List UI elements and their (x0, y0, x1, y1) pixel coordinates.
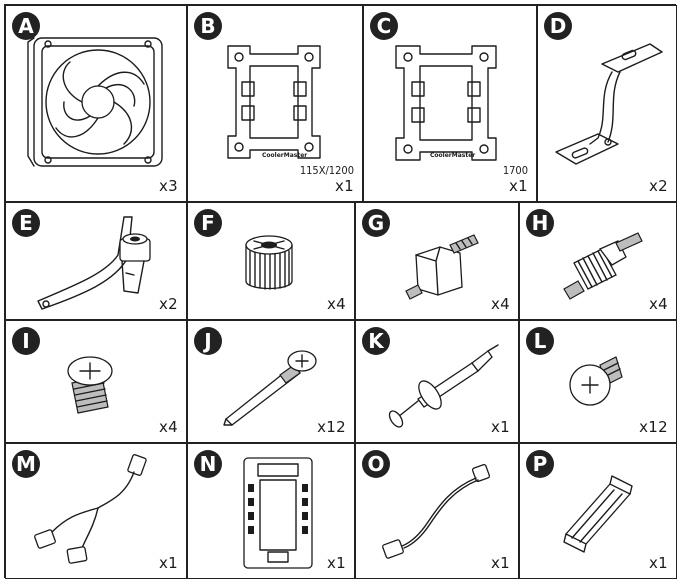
part-cell-m: M x1 (5, 443, 187, 579)
fan-icon (27, 37, 163, 167)
part-letter-badge: N (194, 450, 222, 478)
part-quantity: x1 (158, 554, 178, 572)
adapter-cable-icon (382, 463, 491, 559)
part-letter-badge: M (12, 450, 40, 478)
brand-label: CoolerMaster (430, 152, 475, 159)
part-quantity: x1 (326, 554, 346, 572)
part-quantity: x4 (158, 418, 178, 436)
y-splitter-cable-icon (34, 454, 147, 564)
mounting-bracket-icon (555, 43, 663, 165)
part-quantity: x1 (490, 554, 510, 572)
part-letter-badge: A (12, 12, 40, 40)
threaded-standoff-icon (563, 232, 643, 300)
thermal-paste-syringe-icon (388, 344, 499, 428)
part-sublabel: 115X/1200 (299, 164, 354, 177)
part-letter-badge: E (12, 209, 40, 237)
part-quantity: x4 (648, 295, 668, 313)
part-cell-c: CoolerMaster C 1700 x1 (363, 5, 537, 202)
part-letter-badge: B (194, 12, 222, 40)
part-cell-j: J x12 (187, 320, 355, 443)
amd-bracket-icon (37, 216, 151, 310)
part-letter-badge: C (370, 12, 398, 40)
part-quantity: x3 (158, 177, 178, 195)
part-cell-d: D x2 (537, 5, 677, 202)
fan-screw-icon (569, 356, 623, 406)
part-cell-n: N x1 (187, 443, 355, 579)
part-quantity: x1 (508, 177, 528, 195)
part-letter-badge: D (544, 12, 572, 40)
part-quantity: x2 (158, 295, 178, 313)
part-cell-h: H x4 (519, 202, 677, 320)
part-quantity: x1 (648, 554, 668, 572)
part-quantity: x2 (648, 177, 668, 195)
part-cell-l: L x12 (519, 320, 677, 443)
part-cell-i: I x4 (5, 320, 187, 443)
parts-list-sheet: A x3 CoolerMaster B 115X/1200 x1 CoolerM… (4, 4, 677, 579)
intel-backplate-115x-icon: CoolerMaster (227, 45, 321, 159)
short-screw-icon (67, 356, 113, 414)
part-quantity: x12 (317, 418, 346, 436)
part-quantity: x1 (334, 177, 354, 195)
long-screw-icon (223, 350, 317, 426)
part-cell-a: A x3 (5, 5, 187, 202)
part-quantity: x4 (490, 295, 510, 313)
part-cell-p: P x1 (519, 443, 677, 579)
thumb-nut-icon (245, 235, 293, 290)
part-cell-o: O x1 (355, 443, 519, 579)
intel-backplate-1700-icon: CoolerMaster (395, 45, 497, 161)
part-letter-badge: P (526, 450, 554, 478)
part-cell-e: E x2 (5, 202, 187, 320)
part-letter-badge: G (362, 209, 390, 237)
part-letter-badge: K (362, 327, 390, 355)
cable-clip-icon (563, 475, 633, 553)
part-letter-badge: H (526, 209, 554, 237)
part-quantity: x12 (639, 418, 668, 436)
part-letter-badge: J (194, 327, 222, 355)
fan-hub-icon (243, 457, 313, 569)
hex-standoff-icon (405, 234, 479, 300)
part-letter-badge: I (12, 327, 40, 355)
part-cell-k: K x1 (355, 320, 519, 443)
part-sublabel: 1700 (502, 164, 528, 177)
part-letter-badge: F (194, 209, 222, 237)
part-quantity: x1 (490, 418, 510, 436)
part-quantity: x4 (326, 295, 346, 313)
brand-label: CoolerMaster (262, 152, 307, 159)
part-cell-b: CoolerMaster B 115X/1200 x1 (187, 5, 363, 202)
part-cell-f: F x4 (187, 202, 355, 320)
part-letter-badge: O (362, 450, 390, 478)
part-letter-badge: L (526, 327, 554, 355)
part-cell-g: G x4 (355, 202, 519, 320)
